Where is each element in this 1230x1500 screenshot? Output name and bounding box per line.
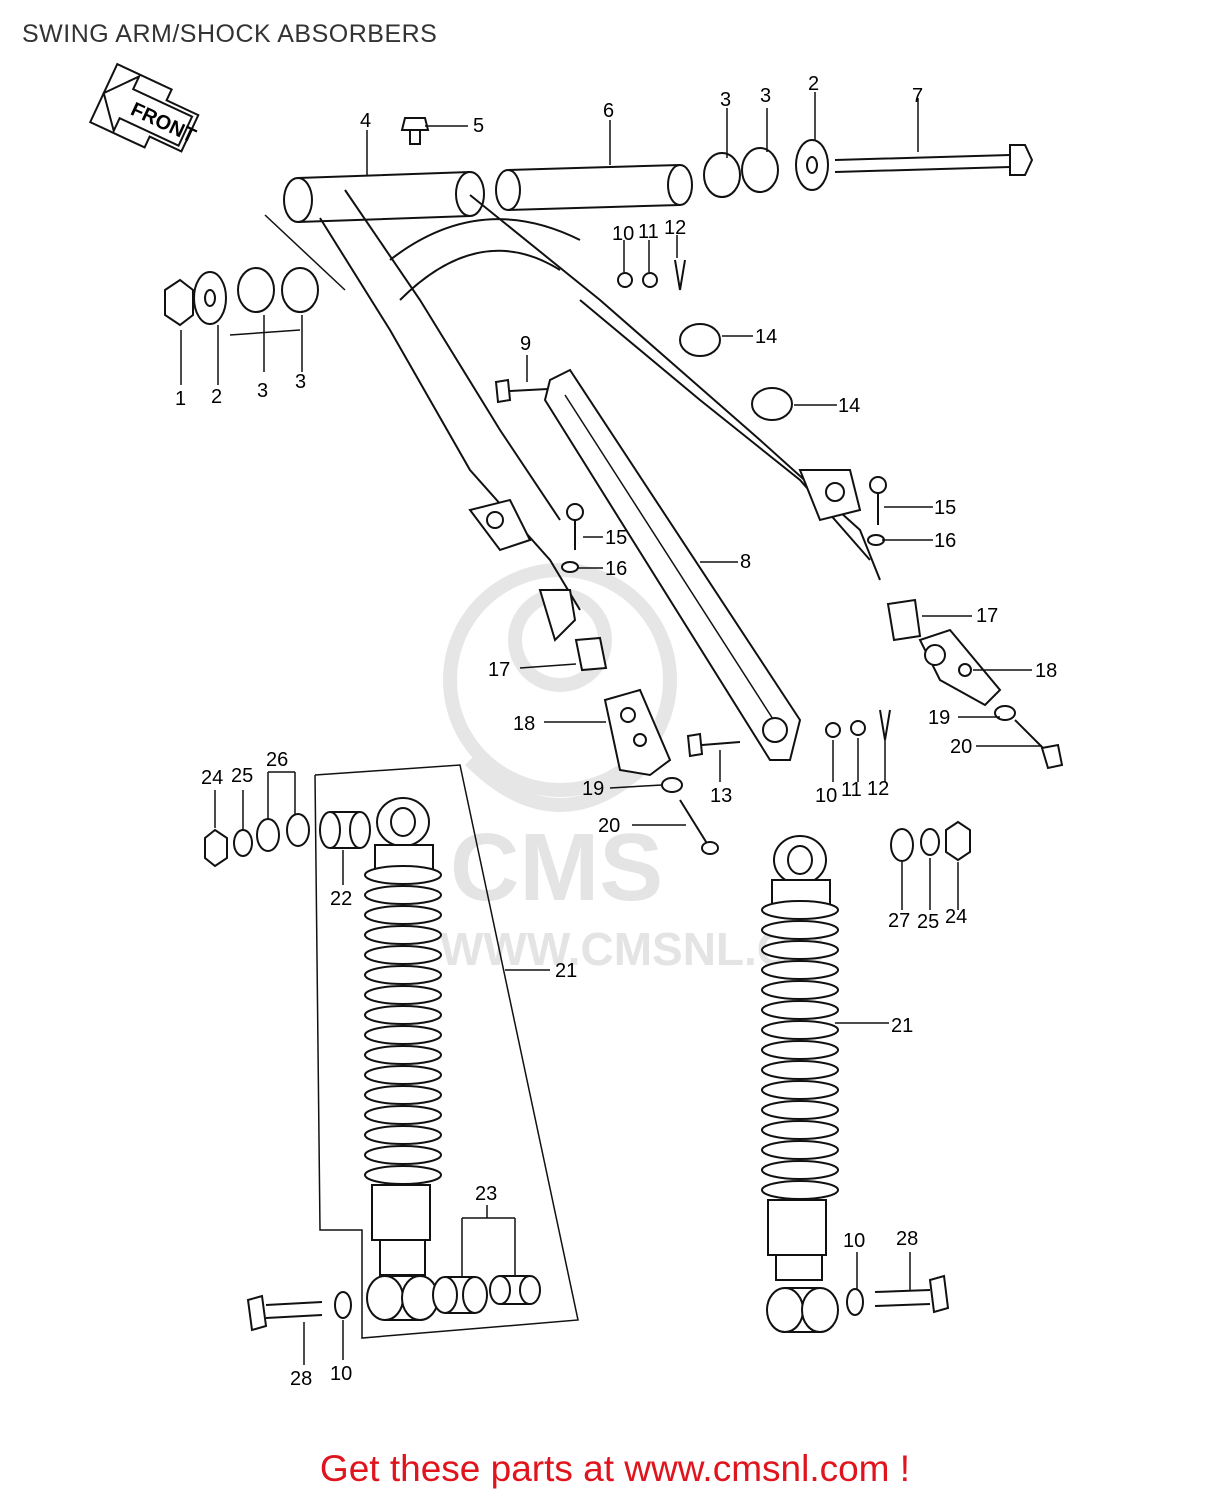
callout-26: 26 — [266, 749, 288, 771]
spring-coil — [761, 1180, 839, 1200]
spring-coil — [761, 920, 839, 940]
callout-5: 5 — [473, 115, 484, 137]
swing-arm — [283, 171, 881, 642]
spring-coil — [364, 1165, 442, 1185]
callout-3: 3 — [720, 89, 731, 111]
callout-2: 2 — [211, 386, 222, 408]
spring-coil — [761, 1140, 839, 1160]
spring-coil — [364, 965, 442, 985]
callout-10: 10 — [330, 1363, 352, 1385]
spring-coil — [761, 1020, 839, 1040]
callout-13: 13 — [710, 785, 732, 807]
spring-coil — [761, 1120, 839, 1140]
spring-coil — [364, 1045, 442, 1065]
callout-2: 2 — [808, 73, 819, 95]
callout-17: 17 — [488, 659, 510, 681]
callout-3: 3 — [257, 380, 268, 402]
callout-4: 4 — [360, 110, 371, 132]
spring-coil — [761, 1060, 839, 1080]
spring-coil — [364, 1105, 442, 1125]
callout-24: 24 — [945, 906, 967, 928]
callout-18: 18 — [1035, 660, 1057, 682]
callout-21: 21 — [555, 960, 577, 982]
callout-24: 24 — [201, 767, 223, 789]
spring-coil — [761, 1040, 839, 1060]
footer-promo-text[interactable]: Get these parts at www.cmsnl.com ! — [319, 1448, 911, 1489]
spring-coil — [761, 1160, 839, 1180]
spring-coil — [761, 1100, 839, 1120]
callout-10: 10 — [612, 223, 634, 245]
callout-23: 23 — [475, 1183, 497, 1205]
spring-coil — [364, 1005, 442, 1025]
spring-coil — [761, 940, 839, 960]
callout-1: 1 — [175, 388, 186, 410]
watermark-logo-text: CMS — [450, 814, 663, 921]
shock-absorber-right — [761, 835, 839, 1333]
callout-20: 20 — [598, 815, 620, 837]
spring-coil — [761, 900, 839, 920]
spring-coil — [364, 925, 442, 945]
spring-coil — [364, 1125, 442, 1145]
callout-19: 19 — [582, 778, 604, 800]
leader-lines — [180, 92, 1042, 1365]
callout-25: 25 — [917, 911, 939, 933]
callout-25: 25 — [231, 765, 253, 787]
spring-coil — [364, 865, 442, 885]
callout-9: 9 — [520, 333, 531, 355]
exploded-parts-diagram: CMS WWW.CMSNL.CO FRONT — [88, 62, 1064, 1390]
callout-7: 7 — [912, 85, 923, 107]
spring-coil — [364, 1065, 442, 1085]
callout-10: 10 — [843, 1230, 865, 1252]
spring-coil — [761, 1000, 839, 1020]
spring-coil — [364, 985, 442, 1005]
callout-3: 3 — [295, 371, 306, 393]
callout-labels: 1 2 3 3 4 5 6 3 3 2 7 10 11 12 14 14 9 1… — [175, 73, 1057, 1390]
spring-coil — [761, 980, 839, 1000]
callout-15: 15 — [605, 527, 627, 549]
callout-16: 16 — [934, 530, 956, 552]
chain-rod — [543, 368, 802, 761]
callout-17: 17 — [976, 605, 998, 627]
callout-6: 6 — [603, 100, 614, 122]
callout-14: 14 — [838, 395, 860, 417]
callout-28: 28 — [290, 1368, 312, 1390]
callout-12: 12 — [664, 217, 686, 239]
callout-28: 28 — [896, 1228, 918, 1250]
callout-14: 14 — [755, 326, 777, 348]
callout-16: 16 — [605, 558, 627, 580]
shock-absorber-left — [314, 764, 579, 1339]
callout-18: 18 — [513, 713, 535, 735]
front-arrow: FRONT — [88, 62, 200, 153]
spring-coil — [364, 1145, 442, 1165]
callout-21: 21 — [891, 1015, 913, 1037]
small-hardware — [494, 259, 1064, 855]
callout-19: 19 — [928, 707, 950, 729]
callout-11: 11 — [638, 221, 659, 243]
callout-12: 12 — [867, 778, 889, 800]
spring-coil — [761, 1080, 839, 1100]
pivot-hardware — [164, 117, 1034, 336]
spring-coil — [364, 885, 442, 905]
callout-11: 11 — [841, 779, 862, 801]
spring-coil — [364, 905, 442, 925]
callout-10: 10 — [815, 785, 837, 807]
callout-15: 15 — [934, 497, 956, 519]
spring-coil — [364, 1025, 442, 1045]
spring-coil — [761, 960, 839, 980]
callout-8: 8 — [740, 551, 751, 573]
callout-20: 20 — [950, 736, 972, 758]
callout-22: 22 — [330, 888, 352, 910]
page-title: SWING ARM/SHOCK ABSORBERS — [22, 20, 438, 48]
callout-27: 27 — [888, 910, 910, 932]
spring-coil — [364, 1085, 442, 1105]
callout-3: 3 — [760, 85, 771, 107]
shock-hardware — [204, 811, 971, 1332]
spring-coil — [364, 945, 442, 965]
